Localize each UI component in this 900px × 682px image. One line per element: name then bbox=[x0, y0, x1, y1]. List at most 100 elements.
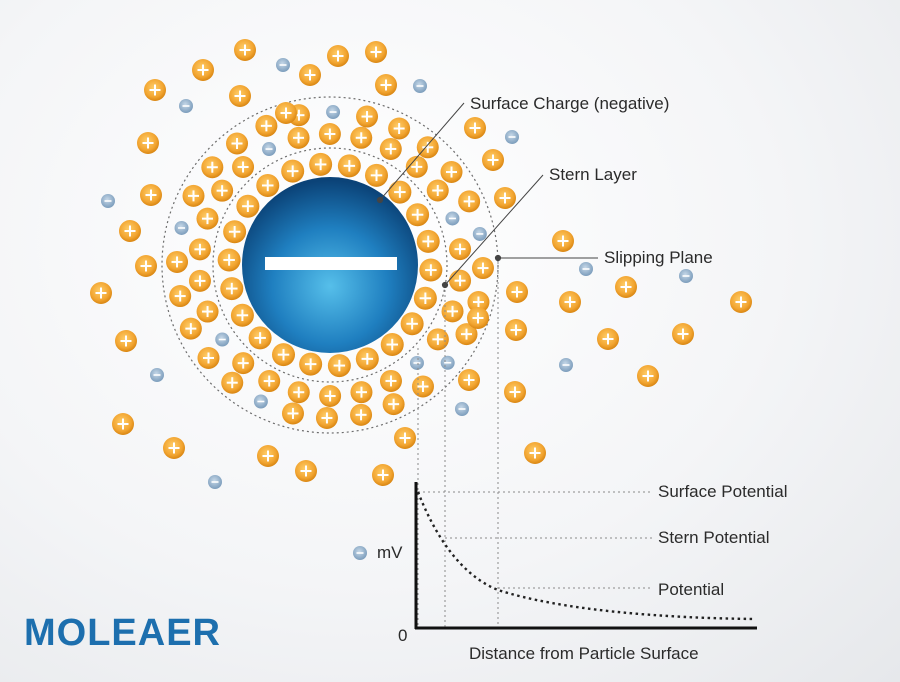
plus-ion-icon bbox=[405, 155, 428, 178]
minus-ion-icon bbox=[579, 262, 593, 276]
plus-ion-icon bbox=[504, 381, 526, 403]
minus-ion-icon bbox=[559, 358, 573, 372]
plus-ion-icon bbox=[319, 384, 342, 407]
slipping-plane-label: Slipping Plane bbox=[604, 248, 713, 267]
x-axis-label: Distance from Particle Surface bbox=[469, 644, 699, 663]
plus-ion-icon bbox=[112, 413, 134, 435]
plus-ion-icon bbox=[327, 45, 349, 67]
minus-ion-icon bbox=[326, 105, 341, 120]
plus-ion-icon bbox=[637, 365, 659, 387]
plus-ion-icon bbox=[327, 354, 351, 378]
plus-ion-icon bbox=[382, 393, 405, 416]
plus-ion-icon bbox=[226, 132, 249, 155]
plus-ion-icon bbox=[458, 369, 480, 391]
plus-ion-icon bbox=[197, 346, 220, 369]
minus-ion-icon bbox=[215, 332, 230, 347]
plus-ion-icon bbox=[426, 328, 449, 351]
plus-ion-icon bbox=[559, 291, 581, 313]
plus-ion-icon bbox=[188, 238, 211, 261]
plus-ion-icon bbox=[315, 406, 338, 429]
projection-lines bbox=[417, 262, 652, 628]
plus-ion-icon bbox=[232, 156, 255, 179]
plus-ion-icon bbox=[467, 291, 490, 314]
plus-ion-icon bbox=[455, 323, 478, 346]
plus-ion-icon bbox=[163, 437, 185, 459]
particle-minus-sign bbox=[265, 257, 397, 270]
plus-ion-icon bbox=[388, 117, 411, 140]
plus-ion-icon bbox=[144, 79, 166, 101]
plus-ion-icon bbox=[458, 190, 481, 213]
plus-ion-icon bbox=[388, 180, 412, 204]
plus-ion-icon bbox=[221, 371, 244, 394]
plus-ion-icon bbox=[416, 136, 439, 159]
plus-ion-icon bbox=[169, 285, 192, 308]
plus-ion-icon bbox=[471, 257, 494, 280]
plus-ion-icon bbox=[287, 381, 310, 404]
plus-ion-icon bbox=[287, 126, 310, 149]
plus-ion-icon bbox=[220, 277, 244, 301]
plus-ion-icon bbox=[229, 85, 251, 107]
plus-ion-icon bbox=[615, 276, 637, 298]
plus-ion-icon bbox=[467, 307, 489, 329]
plus-ion-icon bbox=[406, 203, 430, 227]
plus-ion-icon bbox=[380, 333, 404, 357]
plus-ion-icon bbox=[356, 105, 379, 128]
minus-ion-icon bbox=[445, 211, 460, 226]
plus-ion-icon bbox=[355, 347, 379, 371]
minus-ion-icon bbox=[413, 79, 427, 93]
plus-ion-icon bbox=[506, 281, 528, 303]
plus-ion-icon bbox=[182, 184, 205, 207]
plus-ion-icon bbox=[223, 220, 247, 244]
plus-ion-icon bbox=[505, 319, 527, 341]
plus-ion-icon bbox=[365, 41, 387, 63]
minus-ion-icon bbox=[472, 226, 487, 241]
plus-ion-icon bbox=[281, 402, 304, 425]
plus-ion-icon bbox=[440, 161, 463, 184]
plus-ion-icon bbox=[295, 460, 317, 482]
plus-ion-icon bbox=[140, 184, 162, 206]
plus-ion-icon bbox=[350, 403, 373, 426]
potential-decay-curve bbox=[416, 491, 756, 621]
plus-ion-icon bbox=[482, 149, 504, 171]
plus-ion-icon bbox=[232, 352, 255, 375]
plus-ion-icon bbox=[211, 179, 234, 202]
slipping-plane-ring bbox=[161, 96, 499, 434]
plus-ion-icon bbox=[379, 137, 402, 160]
minus-ion-icon bbox=[174, 220, 189, 235]
plus-ion-icon bbox=[419, 258, 443, 282]
plus-ion-icon bbox=[494, 187, 516, 209]
minus-ion-icon bbox=[101, 194, 115, 208]
plus-ion-icon bbox=[464, 117, 486, 139]
plus-ion-icon bbox=[196, 207, 219, 230]
plus-ion-icon bbox=[258, 370, 281, 393]
plus-ion-icon bbox=[196, 300, 219, 323]
minus-ion-icon bbox=[409, 355, 424, 370]
plus-ion-icon bbox=[119, 220, 141, 242]
minus-ion-icon bbox=[440, 355, 455, 370]
plus-ion-icon bbox=[337, 154, 361, 178]
plus-ion-icon bbox=[188, 269, 211, 292]
plus-ion-icon bbox=[400, 312, 424, 336]
stern-potential-label: Stern Potential bbox=[658, 528, 770, 547]
plus-ion-icon bbox=[552, 230, 574, 252]
plus-ion-icon bbox=[672, 323, 694, 345]
plus-ion-icon bbox=[524, 442, 546, 464]
plus-ion-icon bbox=[115, 330, 137, 352]
minus-ion-icon bbox=[505, 130, 519, 144]
minus-ion-icon bbox=[179, 99, 193, 113]
plus-ion-icon bbox=[394, 427, 416, 449]
minus-ion-icon bbox=[150, 368, 164, 382]
y-axis-zero-label: 0 bbox=[398, 626, 408, 645]
plus-ion-icon bbox=[449, 269, 472, 292]
plus-ion-icon bbox=[299, 352, 323, 376]
ion-cloud bbox=[90, 39, 752, 560]
plus-ion-icon bbox=[449, 238, 472, 261]
plus-ion-icon bbox=[257, 445, 279, 467]
plus-ion-icon bbox=[234, 39, 256, 61]
plus-ion-icon bbox=[730, 291, 752, 313]
minus-ion-icon bbox=[353, 546, 367, 560]
plus-ion-icon bbox=[350, 126, 373, 149]
plus-ion-icon bbox=[318, 123, 341, 146]
minus-ion-icon bbox=[262, 142, 277, 157]
